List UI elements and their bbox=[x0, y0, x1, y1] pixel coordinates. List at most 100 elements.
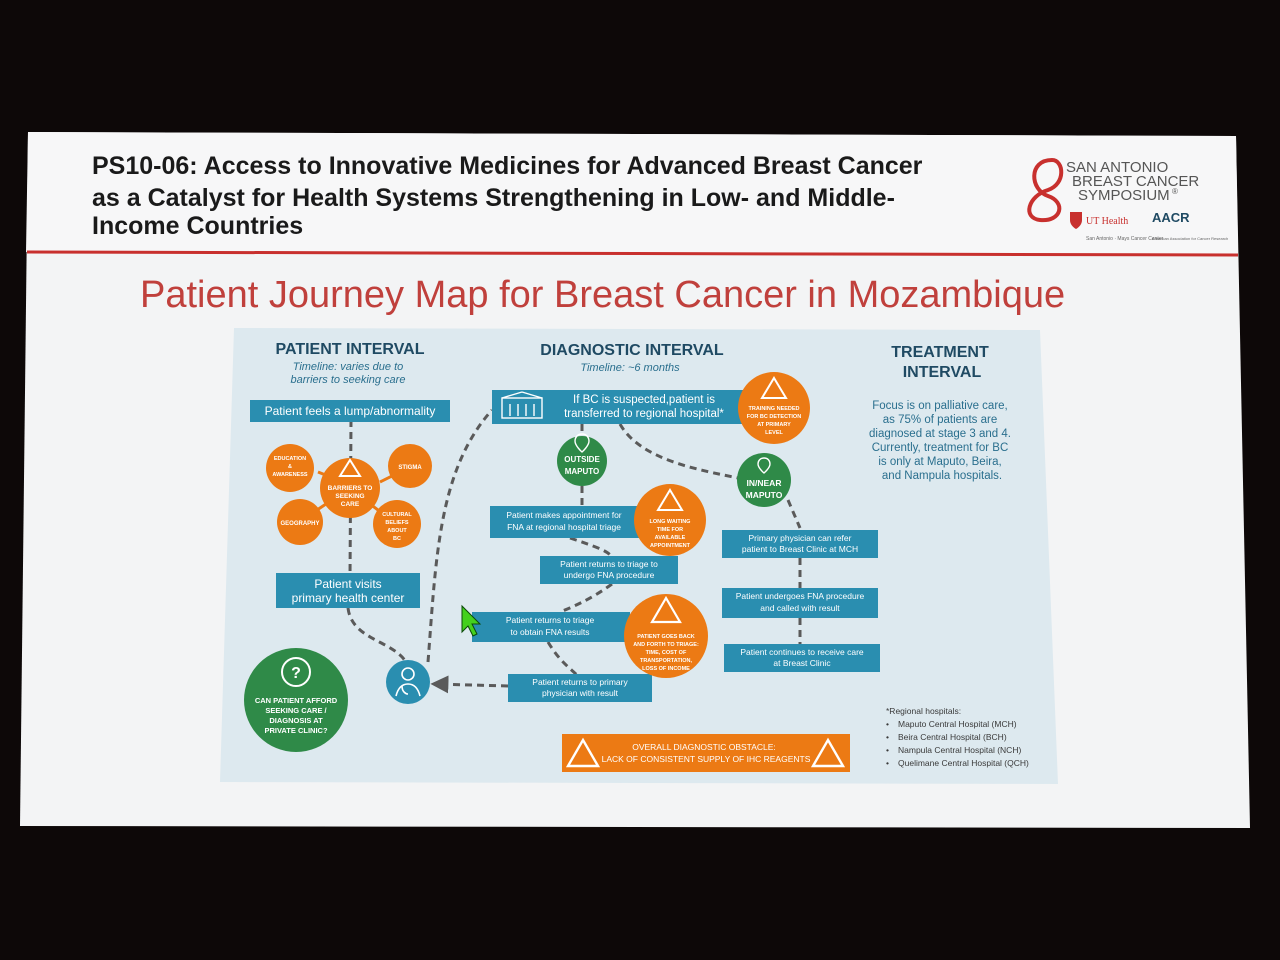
svg-text:MAPUTO: MAPUTO bbox=[565, 467, 600, 476]
svg-text:TIME FOR: TIME FOR bbox=[657, 527, 683, 533]
outside-maputo-node: OUTSIDE MAPUTO bbox=[557, 433, 607, 486]
svg-text:transferred to regional hospit: transferred to regional hospital* bbox=[564, 408, 724, 420]
box-appointment: Patient makes appointment for FNA at reg… bbox=[490, 506, 640, 538]
warning-icon bbox=[656, 488, 684, 511]
warning-icon bbox=[760, 376, 788, 399]
sabcs-logo: SAN ANTONIO BREAST CANCER SYMPOSIUM ® UT… bbox=[1027, 158, 1228, 242]
svg-text:PS10-06: Access to Innovative: PS10-06: Access to Innovative Medicines … bbox=[92, 152, 923, 180]
header-divider bbox=[26, 250, 1239, 257]
slide-title: Patient Journey Map for Breast Cancer in… bbox=[140, 274, 1065, 316]
svg-text:diagnosed at stage 3 and 4.: diagnosed at stage 3 and 4. bbox=[869, 428, 1011, 440]
svg-text:Nampula Central Hospital (NCH): Nampula Central Hospital (NCH) bbox=[898, 745, 1021, 755]
svg-text:Patient continues to receive c: Patient continues to receive care bbox=[740, 647, 864, 657]
svg-text:PATIENT GOES BACK: PATIENT GOES BACK bbox=[637, 634, 695, 640]
warning-icon bbox=[810, 737, 846, 768]
warning-icon bbox=[565, 737, 601, 768]
near-maputo-node: IN/NEAR MAPUTO bbox=[737, 453, 791, 507]
header-title: PS10-06: Access to Innovative Medicines … bbox=[92, 152, 923, 240]
question-icon bbox=[281, 657, 311, 687]
treatment-text: Focus is on palliative care, as 75% of p… bbox=[869, 400, 1011, 482]
svg-text:AWARENESS: AWARENESS bbox=[272, 472, 307, 478]
geography-node bbox=[277, 499, 323, 545]
svg-text:SEEKING CARE /: SEEKING CARE / bbox=[265, 706, 327, 715]
svg-text:and called with result: and called with result bbox=[760, 603, 840, 613]
treatment-interval-heading: TREATMENT bbox=[891, 344, 989, 361]
svg-text:CULTURAL: CULTURAL bbox=[382, 512, 412, 518]
svg-text:American Association for Cance: American Association for Cancer Research bbox=[1152, 236, 1228, 241]
svg-text:Patient returns to triage: Patient returns to triage bbox=[506, 615, 595, 625]
box-suspected: If BC is suspected,patient is transferre… bbox=[492, 390, 750, 424]
svg-text:UT Health: UT Health bbox=[1086, 216, 1128, 227]
svg-text:•: • bbox=[886, 758, 889, 768]
barriers-cluster: BARRIERS TO SEEKING CARE EDUCATION & AWA… bbox=[266, 444, 432, 548]
svg-text:Quelimane Central Hospital (QC: Quelimane Central Hospital (QCH) bbox=[898, 758, 1029, 768]
svg-text:DIAGNOSIS AT: DIAGNOSIS AT bbox=[269, 716, 323, 725]
svg-text:AND FORTH TO TRIAGE:: AND FORTH TO TRIAGE: bbox=[633, 642, 699, 648]
location-pin-icon bbox=[757, 457, 771, 474]
svg-text:is only at Maputo, Beira,: is only at Maputo, Beira, bbox=[878, 456, 1001, 468]
svg-text:BC: BC bbox=[393, 536, 401, 542]
warning-training: TRAINING NEEDED FOR BC DETECTION AT PRIM… bbox=[738, 372, 810, 444]
svg-text:APPOINTMENT: APPOINTMENT bbox=[650, 543, 691, 549]
svg-text:Maputo Central Hospital (MCH): Maputo Central Hospital (MCH) bbox=[898, 719, 1017, 729]
ribbon-logo-icon bbox=[1027, 158, 1064, 223]
box-returns-physician: Patient returns to primary physician wit… bbox=[508, 674, 652, 702]
diagnostic-interval-heading: DIAGNOSTIC INTERVAL bbox=[540, 342, 724, 359]
svg-text:and Nampula hospitals.: and Nampula hospitals. bbox=[882, 470, 1002, 482]
barriers-center-node bbox=[320, 458, 380, 518]
svg-text:Patient feels a lump/abnormali: Patient feels a lump/abnormality bbox=[265, 404, 436, 418]
box-visits: Patient visits primary health center bbox=[276, 573, 420, 608]
svg-text:as a Catalyst for Health Syste: as a Catalyst for Health Systems Strengt… bbox=[92, 184, 895, 212]
hospital-icon bbox=[501, 391, 543, 419]
svg-text:SEEKING: SEEKING bbox=[335, 493, 364, 500]
svg-text:LONG WAITING: LONG WAITING bbox=[650, 519, 691, 525]
svg-text:SYMPOSIUM: SYMPOSIUM bbox=[1078, 187, 1170, 204]
svg-text:to obtain FNA results: to obtain FNA results bbox=[511, 627, 590, 637]
svg-text:STIGMA: STIGMA bbox=[398, 465, 422, 471]
svg-text:SAN ANTONIO: SAN ANTONIO bbox=[1066, 159, 1168, 176]
ut-shield-icon bbox=[1070, 212, 1082, 229]
svg-text:AACR: AACR bbox=[1152, 210, 1190, 225]
box-lump: Patient feels a lump/abnormality bbox=[250, 400, 450, 422]
svg-text:Patient undergoes FNA procedur: Patient undergoes FNA procedure bbox=[736, 591, 865, 601]
svg-text:&: & bbox=[288, 464, 292, 470]
svg-text:AVAILABLE: AVAILABLE bbox=[655, 535, 686, 541]
patient-interval-heading: PATIENT INTERVAL bbox=[275, 341, 424, 358]
header-band bbox=[26, 132, 1238, 254]
svg-text:CARE: CARE bbox=[341, 501, 360, 508]
box-refer: Primary physician can refer patient to B… bbox=[722, 530, 878, 558]
patient-timeline: Timeline: varies due to bbox=[293, 361, 404, 373]
education-node bbox=[266, 444, 314, 492]
cultural-node bbox=[373, 500, 421, 548]
patient-timeline-2: barriers to seeking care bbox=[291, 374, 406, 386]
svg-text:•: • bbox=[886, 732, 889, 742]
svg-text:FOR BC DETECTION: FOR BC DETECTION bbox=[747, 414, 801, 420]
svg-text:CAN PATIENT AFFORD: CAN PATIENT AFFORD bbox=[255, 696, 338, 705]
svg-text:Patient visits: Patient visits bbox=[314, 577, 381, 591]
svg-text:GEOGRAPHY: GEOGRAPHY bbox=[280, 521, 319, 527]
svg-text:Primary physician can refer: Primary physician can refer bbox=[749, 533, 852, 543]
svg-text:physician with result: physician with result bbox=[542, 688, 619, 698]
svg-text:Currently, treatment for BC: Currently, treatment for BC bbox=[872, 442, 1009, 454]
svg-text:patient to Breast Clinic at MC: patient to Breast Clinic at MCH bbox=[742, 544, 858, 554]
svg-text:OUTSIDE: OUTSIDE bbox=[564, 455, 600, 464]
svg-text:Income Countries: Income Countries bbox=[92, 212, 303, 240]
svg-text:•: • bbox=[886, 745, 889, 755]
svg-text:primary health center: primary health center bbox=[292, 591, 405, 605]
svg-text:Focus is on palliative care,: Focus is on palliative care, bbox=[872, 400, 1008, 412]
afford-node: ? CAN PATIENT AFFORD SEEKING CARE / DIAG… bbox=[244, 648, 348, 752]
svg-text:•: • bbox=[886, 719, 889, 729]
warning-icon bbox=[650, 595, 682, 624]
svg-text:AT PRIMARY: AT PRIMARY bbox=[757, 422, 791, 428]
stigma-node bbox=[388, 444, 432, 488]
svg-text:MAPUTO: MAPUTO bbox=[746, 490, 783, 500]
svg-text:TRANSPORTATION,: TRANSPORTATION, bbox=[640, 658, 693, 664]
warning-waiting: LONG WAITING TIME FOR AVAILABLE APPOINTM… bbox=[634, 484, 706, 556]
diagnostic-timeline: Timeline: ~6 months bbox=[580, 362, 680, 374]
box-returns-fna: Patient returns to triage to undergo FNA… bbox=[540, 556, 678, 584]
svg-text:TIME, COST OF: TIME, COST OF bbox=[646, 650, 687, 656]
svg-text:Patient returns to triage to: Patient returns to triage to bbox=[560, 559, 658, 569]
mouse-cursor bbox=[461, 604, 482, 637]
svg-text:PRIVATE CLINIC?: PRIVATE CLINIC? bbox=[264, 726, 327, 735]
svg-text:LACK OF CONSISTENT SUPPLY OF I: LACK OF CONSISTENT SUPPLY OF IHC REAGENT… bbox=[602, 754, 811, 764]
